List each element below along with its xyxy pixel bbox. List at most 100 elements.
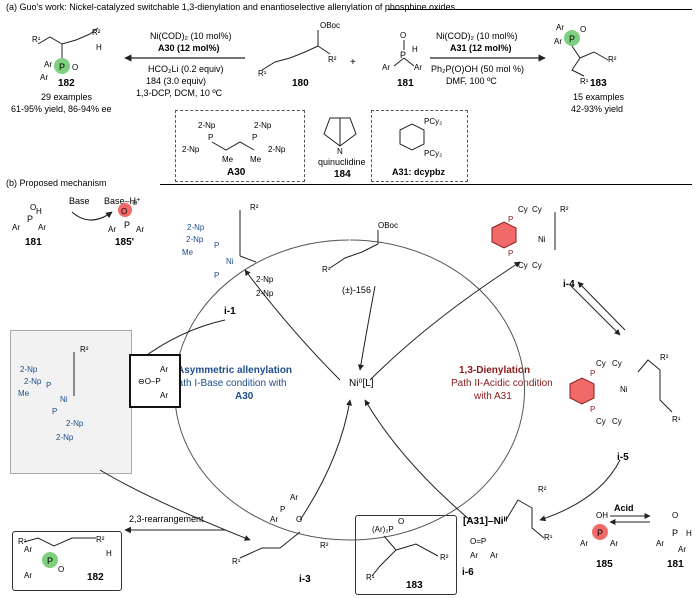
- svg-text:P: P: [52, 407, 57, 416]
- right-stats-1: 15 examples: [573, 92, 625, 102]
- svg-text:2-Np: 2-Np: [187, 223, 205, 232]
- i6-label: i-6: [462, 567, 474, 578]
- path1-lig: A30: [235, 391, 254, 402]
- right-cond-2: A31 (12 mol%): [450, 43, 512, 53]
- svg-text:2-Np: 2-Np: [66, 419, 84, 428]
- path2-sub: Path II-Acidic condition: [451, 378, 553, 389]
- svg-text:2-Np: 2-Np: [56, 433, 74, 442]
- i2-shaded-panel: [10, 330, 132, 474]
- svg-text:P: P: [508, 249, 513, 258]
- svg-text:P: P: [508, 215, 513, 224]
- path2-lig: with A31: [474, 391, 512, 402]
- svg-text:Ar: Ar: [610, 539, 618, 548]
- svg-text:Ar: Ar: [108, 225, 116, 234]
- svg-text:Ni: Ni: [226, 257, 234, 266]
- svg-text:Cy: Cy: [518, 261, 528, 270]
- svg-text:R²: R²: [660, 353, 669, 362]
- svg-text:P: P: [208, 133, 213, 142]
- structure-i5: P P Cy Cy Cy Cy Ni: [569, 359, 628, 426]
- svg-text:Ar: Ar: [490, 551, 498, 560]
- phosphorus-highlight-183: [564, 30, 580, 46]
- quinuclidine-label: quinuclidine: [318, 157, 366, 167]
- svg-text:R²: R²: [80, 345, 89, 354]
- cmp-156-label: (±)-156: [342, 285, 371, 295]
- panel-b-rule: [160, 184, 692, 185]
- structure-182: [37, 27, 99, 62]
- svg-text:P: P: [59, 62, 65, 72]
- svg-text:R¹: R¹: [580, 77, 589, 86]
- svg-text:P: P: [214, 241, 219, 250]
- svg-text:P: P: [46, 381, 51, 390]
- svg-text:H: H: [412, 45, 418, 54]
- svg-text:R²: R²: [96, 535, 105, 544]
- arrow-i4-to-i5: [569, 284, 621, 336]
- svg-text:Ar: Ar: [554, 37, 562, 46]
- svg-text:OBoc: OBoc: [320, 21, 340, 30]
- svg-text:PCy₂: PCy₂: [424, 149, 442, 158]
- svg-text:Cy: Cy: [532, 205, 542, 214]
- right-cond-3: Ph₂P(O)OH (50 mol %): [431, 64, 525, 74]
- a30-backbone: [211, 141, 255, 151]
- left-cond-4: 184 (3.0 equiv): [146, 76, 207, 86]
- i3-label: i-3: [299, 574, 311, 585]
- svg-text:H: H: [36, 207, 42, 216]
- i1-label: i-1: [224, 306, 236, 317]
- left-cond-5: 1,3-DCP, DCM, 10 ºC: [136, 88, 223, 98]
- oxide-anion-highlight: [118, 203, 132, 217]
- left-cond-1: Ni(COD)₂ (10 mol%): [150, 31, 232, 41]
- svg-text:Ni: Ni: [620, 385, 628, 394]
- svg-text:R²: R²: [560, 205, 569, 214]
- 182-box-allene: [23, 537, 96, 547]
- svg-text:P: P: [47, 556, 53, 566]
- ni0-center: Ni⁰[L]: [349, 378, 374, 389]
- svg-text:2-Np: 2-Np: [254, 121, 272, 130]
- svg-text:O: O: [121, 207, 127, 216]
- svg-text:Ar: Ar: [24, 545, 32, 554]
- svg-text:Cy: Cy: [612, 359, 622, 368]
- svg-text:Ar: Ar: [382, 63, 390, 72]
- ligand-a31-box: [371, 110, 468, 182]
- svg-text:2-Np: 2-Np: [198, 121, 216, 130]
- arrow-i5-to-i4: [577, 281, 626, 331]
- svg-text:P: P: [569, 34, 575, 44]
- path1-sub: Path I-Base condition with: [171, 378, 287, 389]
- panel-b-title: (b) Proposed mechanism: [6, 178, 107, 188]
- arrow-i6-to-ni: [364, 399, 471, 521]
- ligand-a31-label: A31: dcypbz: [392, 167, 446, 177]
- svg-text:Cy: Cy: [518, 205, 528, 214]
- svg-text:Ar: Ar: [40, 73, 48, 82]
- svg-text:2-Np: 2-Np: [256, 275, 274, 284]
- i3-chain: [239, 531, 301, 559]
- svg-text:P: P: [280, 505, 285, 514]
- svg-text:Me: Me: [18, 389, 30, 398]
- svg-text:Cy: Cy: [596, 417, 606, 426]
- phosphorus-highlight-182: [54, 58, 70, 74]
- cmp-182-box-label: 182: [87, 572, 104, 583]
- svg-text:Ar: Ar: [136, 225, 144, 234]
- svg-text:R¹: R¹: [18, 537, 27, 546]
- svg-text:OBoc: OBoc: [378, 221, 398, 230]
- svg-text:R¹: R¹: [232, 557, 241, 566]
- svg-text:R¹: R¹: [672, 415, 681, 424]
- svg-text:Me: Me: [222, 155, 234, 164]
- svg-text:O: O: [672, 511, 678, 520]
- svg-text:H: H: [96, 43, 102, 52]
- cmp-185-label: 185: [596, 559, 613, 570]
- svg-text:Ar: Ar: [44, 60, 52, 69]
- arrow-ni-to-i4: [369, 261, 521, 381]
- svg-text:R²: R²: [320, 541, 329, 550]
- base-label: Base: [69, 196, 90, 206]
- svg-text:Ar: Ar: [580, 539, 588, 548]
- svg-text:P: P: [214, 271, 219, 280]
- quinuclidine-number: 184: [334, 169, 351, 180]
- svg-text:N: N: [337, 147, 343, 156]
- svg-text:Ar: Ar: [414, 63, 422, 72]
- svg-text:Cy: Cy: [596, 359, 606, 368]
- path2-title: 1,3-Dienylation: [459, 365, 531, 376]
- structure-183: [571, 45, 609, 77]
- svg-text:P: P: [672, 528, 678, 538]
- product-182-box: [12, 531, 122, 591]
- arrow-i2-to-i3: [99, 469, 251, 541]
- ligand-a30-label: A30: [227, 167, 246, 178]
